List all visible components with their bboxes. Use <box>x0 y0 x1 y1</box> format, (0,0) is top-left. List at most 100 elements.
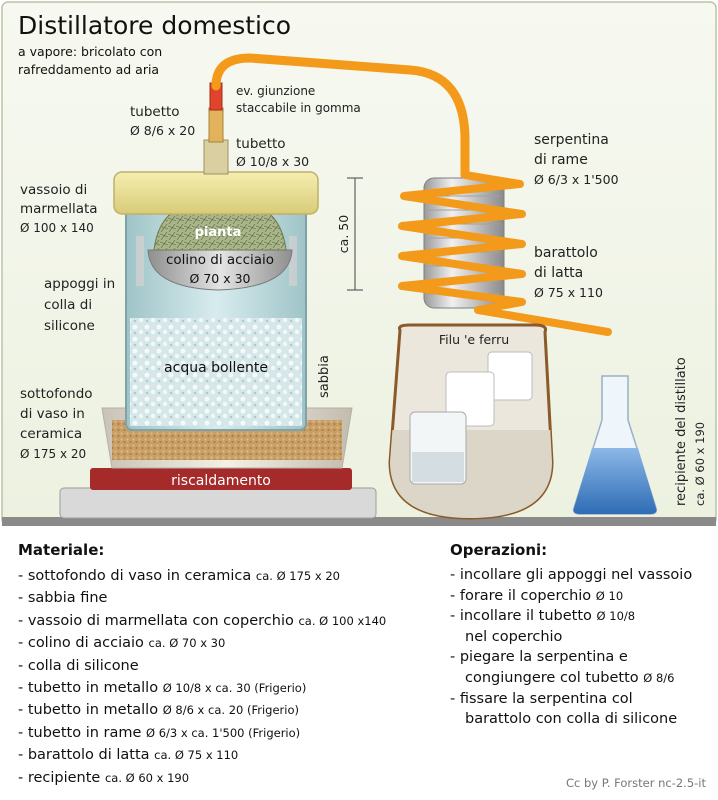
operazioni-item-text: - piegare la serpentina e <box>450 649 628 666</box>
materiale-item-text: - tubetto in metallo <box>18 702 163 719</box>
materiale-item-dim: ca. Ø 175 x 20 <box>255 569 340 583</box>
materiale-item-dim: Ø 8/6 x ca. 20 (Frigerio) <box>162 703 299 718</box>
barattolo-label-line3: Ø 75 x 110 <box>534 285 603 300</box>
materiale-item: - barattolo di latta ca. Ø 75 x 110 <box>18 744 438 766</box>
materiale-title: Materiale: <box>18 541 105 559</box>
recipiente-label-line2: ca. Ø 60 x 190 <box>693 422 707 506</box>
operazioni-item-text: - forare il coperchio <box>450 587 596 604</box>
materiale-item-text: - colino di acciaio <box>18 635 149 652</box>
materiale-item-text: - sottofondo di vaso in ceramica <box>18 568 256 584</box>
operazioni-item: - incollare il tubetto Ø 10/8 nel coperch… <box>450 606 712 647</box>
colino-label-line1: colino di acciaio <box>166 252 274 268</box>
materiale-item-text: - recipiente <box>18 769 105 786</box>
operazioni-item-continuation: congiungere col tubetto Ø 8/6 <box>450 668 712 689</box>
materiale-item: - vassoio di marmellata con coperchio ca… <box>18 610 438 632</box>
materiale-item: - colino di acciaio ca. Ø 70 x 30 <box>18 632 438 654</box>
materiale-item-dim: ca. Ø 70 x 30 <box>148 636 226 651</box>
vassoio-label-line3: Ø 100 x 140 <box>20 221 94 235</box>
credit-text: Cc by P. Forster nc-2.5-it <box>565 776 706 790</box>
operazioni-item-dim: Ø 10 <box>595 588 624 603</box>
materiale-item-text: - vassoio di marmellata con coperchio <box>18 612 299 629</box>
floor-bar <box>2 517 716 526</box>
operazioni-item: - fissare la serpentina col barattolo con… <box>450 689 712 730</box>
jar-lid <box>113 171 319 215</box>
materiale-item: - tubetto in rame Ø 6/3 x ca. 1'500 (Fri… <box>18 722 438 744</box>
materiale-item-dim: ca. Ø 75 x 110 <box>154 748 239 763</box>
riscaldamento-label: riscaldamento <box>171 473 271 489</box>
serpentina-label-line2: di rame <box>534 152 588 168</box>
operazioni-item: - forare il coperchio Ø 10 <box>450 586 712 607</box>
operazioni-title: Operazioni: <box>450 541 548 559</box>
support-left <box>136 236 144 286</box>
materiale-list: - sottofondo di vaso in ceramica ca. Ø 1… <box>18 565 438 789</box>
operazioni-item-text: - fissare la serpentina col <box>450 690 633 707</box>
acqua-label: acqua bollente <box>164 360 268 376</box>
shot-glass-liquid <box>412 452 464 482</box>
tubetto-large-label-line2: Ø 10/8 x 30 <box>236 154 309 169</box>
appoggi-label-line2: colla di <box>44 297 92 313</box>
pianta-label: pianta <box>195 225 242 240</box>
materiale-item-dim: Ø 10/8 x ca. 30 (Frigerio) <box>162 681 307 696</box>
appoggi-label-line3: silicone <box>44 318 95 334</box>
materiale-item-text: - tubetto in rame <box>18 724 147 741</box>
tubetto-large <box>203 139 229 175</box>
operazioni-item-cont-text: nel coperchio <box>465 628 563 645</box>
appoggi-label-line1: appoggi in <box>44 276 115 292</box>
operazioni-list: - incollare gli appoggi nel vassoio - fo… <box>450 565 712 730</box>
copper-coil <box>398 171 612 336</box>
operazioni-item-text: - incollare il tubetto <box>450 608 597 625</box>
materiale-item-dim: Ø 6/3 x ca. 1'500 (Frigerio) <box>146 725 301 740</box>
heater-base <box>59 487 377 519</box>
sottofondo-label-line3: ceramica <box>20 426 82 442</box>
materiale-item: - tubetto in metallo Ø 10/8 x ca. 30 (Fr… <box>18 677 438 699</box>
boiling-water <box>130 318 302 426</box>
operazioni-column: Operazioni: - incollare gli appoggi nel … <box>450 541 712 730</box>
materiale-item-text: - colla di silicone <box>18 657 139 674</box>
operazioni-item-cont-text: barattolo con colla di silicone <box>465 711 678 728</box>
serpentina-label-line3: Ø 6/3 x 1'500 <box>534 172 619 187</box>
joint-label-line2: staccabile in gomma <box>236 101 361 115</box>
support-right <box>289 236 297 286</box>
operazioni-item-cont-dim: Ø 8/6 <box>643 670 675 685</box>
materiale-item-dim: ca. Ø 60 x 190 <box>104 770 190 785</box>
joint-label-line1: ev. giunzione <box>236 84 315 98</box>
flask-liquid <box>573 448 657 514</box>
operazioni-item-dim: Ø 10/8 <box>596 609 636 624</box>
filu-label: Filu 'e ferru <box>439 332 509 347</box>
materiale-column: Materiale: - sottofondo di vaso in ceram… <box>18 541 438 789</box>
sottofondo-label-line4: Ø 175 x 20 <box>20 447 86 461</box>
subtitle-line1: a vapore: bricolato con <box>18 44 162 59</box>
vassoio-label-line1: vassoio di <box>20 182 87 198</box>
materiale-item-text: - sabbia fine <box>18 590 108 607</box>
distiller-diagram: Distillatore domestico a vapore: bricola… <box>1 1 717 526</box>
shot-glass-back <box>487 351 533 401</box>
subtitle-line2: rafreddamento ad aria <box>18 62 159 77</box>
materiale-item: - sabbia fine <box>18 587 438 609</box>
steel-strainer <box>147 249 293 291</box>
materiale-item: - sottofondo di vaso in ceramica ca. Ø 1… <box>18 565 438 587</box>
materiale-item: - tubetto in metallo Ø 8/6 x ca. 20 (Fri… <box>18 699 438 721</box>
sottofondo-label-line1: sottofondo <box>20 386 93 402</box>
colino-label-line2: Ø 70 x 30 <box>190 271 251 286</box>
materiale-item: - colla di silicone <box>18 655 438 677</box>
barattolo-label-line1: barattolo <box>534 245 598 261</box>
tubetto-small-label-line2: Ø 8/6 x 20 <box>130 123 195 138</box>
operazioni-item: - incollare gli appoggi nel vassoio <box>450 565 712 586</box>
height-label: ca. 50 <box>336 215 351 253</box>
barattolo-label-line2: di latta <box>534 265 583 281</box>
operazioni-item-text: - incollare gli appoggi nel vassoio <box>450 567 693 583</box>
sottofondo-label-line2: di vaso in <box>20 406 85 422</box>
recipiente-label-line1: recipiente del distillato <box>674 357 689 506</box>
tubetto-small <box>208 107 224 143</box>
heater-plate <box>90 468 352 490</box>
copper-tube <box>211 53 470 180</box>
materiale-item: - recipiente ca. Ø 60 x 190 <box>18 767 438 789</box>
vassoio-label-line2: marmellata <box>20 201 98 217</box>
operazioni-item-continuation: barattolo con colla di silicone <box>450 709 712 730</box>
sabbia-label: sabbia <box>317 355 332 398</box>
serpentina-label-line1: serpentina <box>534 132 609 148</box>
tubetto-small-label-line1: tubetto <box>130 104 180 120</box>
materiale-item-text: - tubetto in metallo <box>18 680 163 697</box>
title: Distillatore domestico <box>18 11 291 40</box>
